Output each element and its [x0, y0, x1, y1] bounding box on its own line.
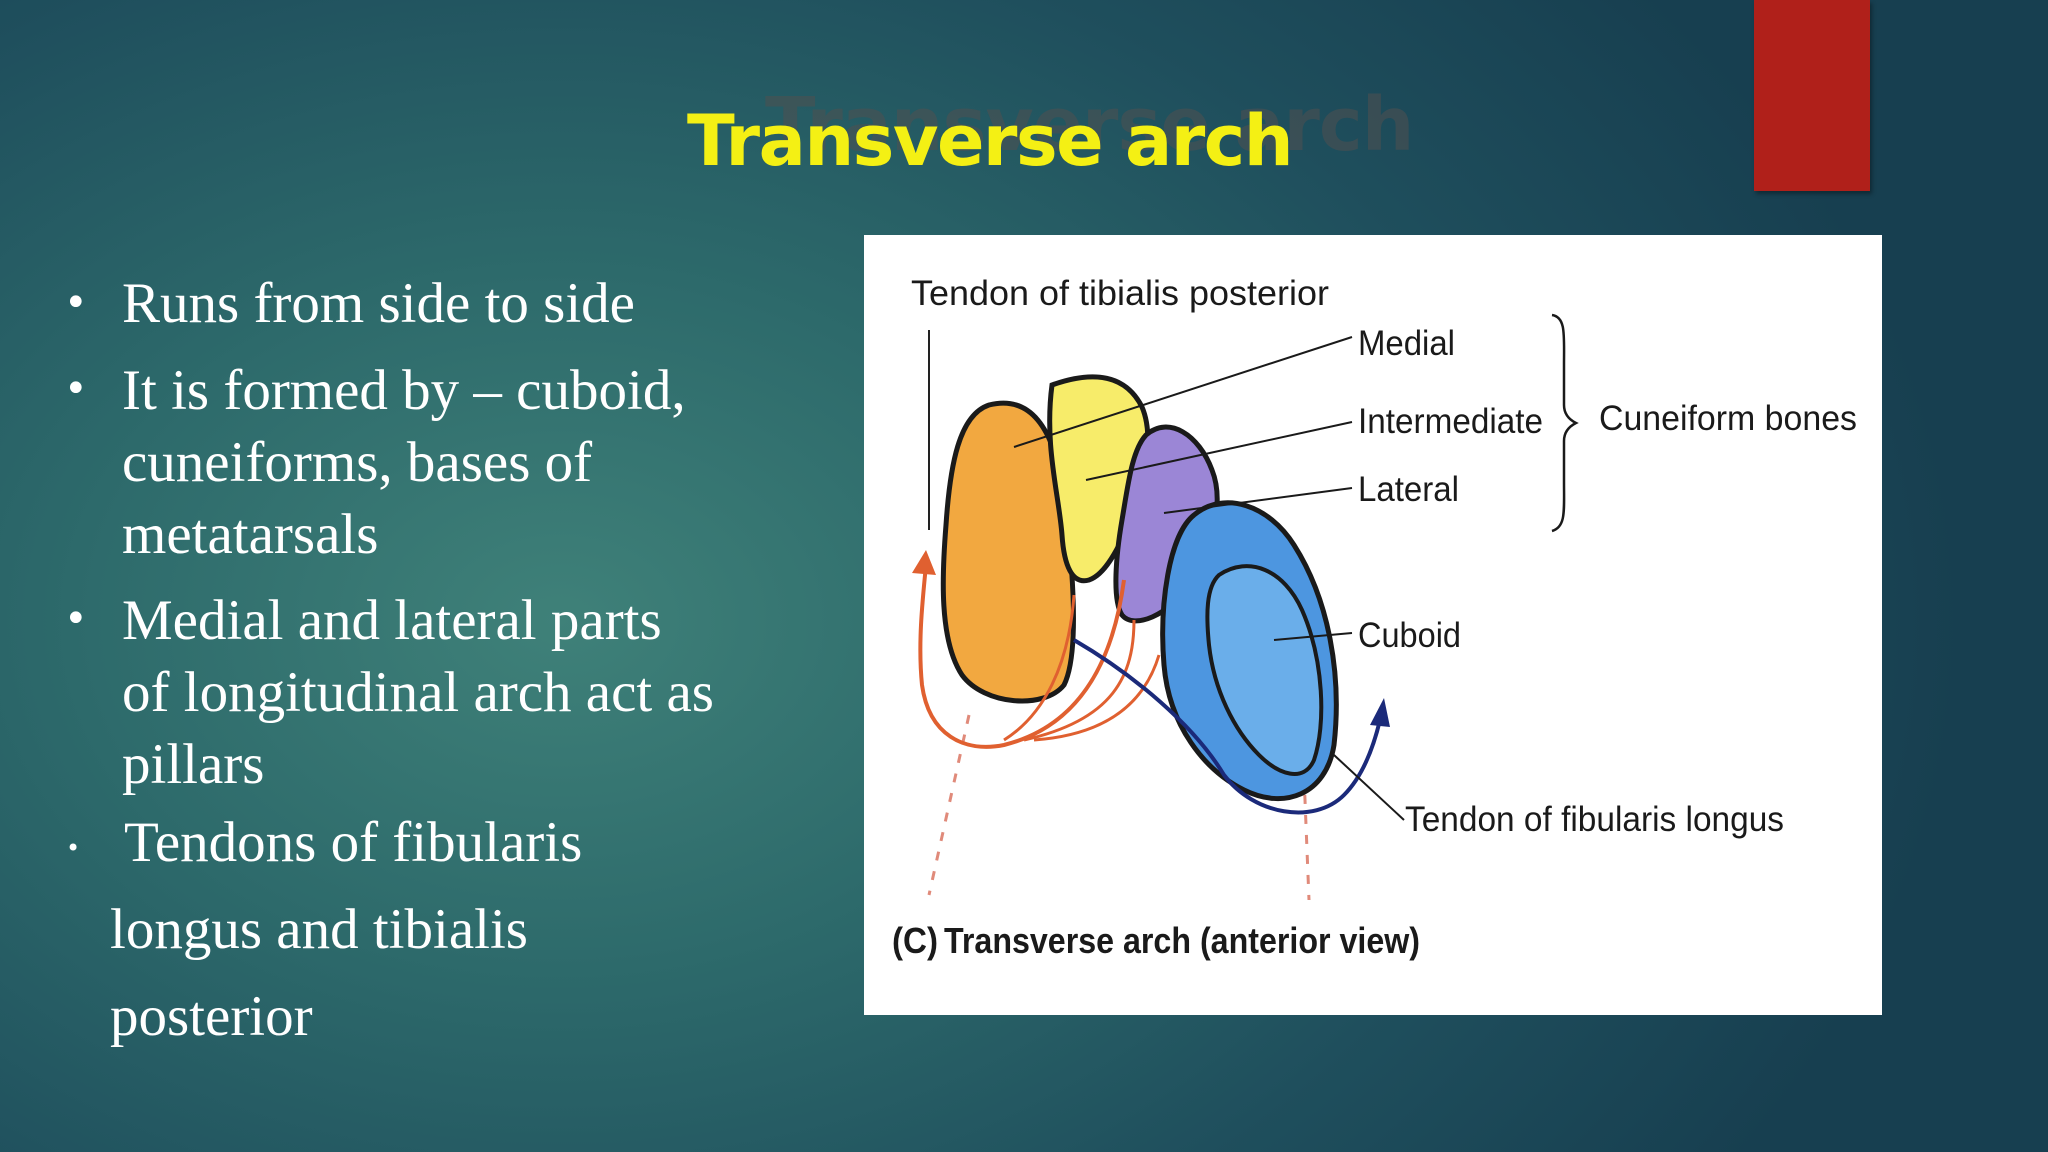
figure-caption: Transverse arch (anterior view) — [944, 920, 1420, 961]
cuneiform-brace — [1551, 313, 1579, 533]
medial-leader-line — [1013, 336, 1353, 448]
bullet-line: longus and tibialis — [110, 898, 528, 961]
bullet-marker: • — [64, 280, 88, 326]
caption-letter: (C) — [892, 920, 938, 961]
tibialis-slip — [1003, 594, 1076, 742]
bullet-line: of longitudinal arch act as — [122, 661, 714, 724]
pillar-dashed-line — [1302, 774, 1311, 901]
fibularis-arrow-head — [1370, 698, 1390, 727]
bullet-line: It is formed by – cuboid, — [122, 359, 686, 422]
cuboid-inner-surface — [1205, 564, 1324, 776]
bullet-line: metatarsals — [122, 503, 379, 566]
arch-illustration: Tendon of tibialis posterior Medial Inte… — [892, 274, 1857, 961]
bullet-marker: • — [64, 596, 88, 642]
fibularis-leader-line — [1333, 754, 1405, 821]
tibialis-slip — [1023, 619, 1136, 742]
tibialis-slip — [1033, 654, 1161, 742]
arch-diagram: Tendon of tibialis posterior Medial Inte… — [864, 235, 1882, 1015]
lateral-leader-line — [1163, 487, 1353, 514]
cuboid-leader-line — [1273, 632, 1353, 641]
cuneiform-bones-label: Cuneiform bones — [1599, 399, 1857, 438]
tibialis-arrow-head — [912, 550, 936, 575]
title-shadow: Transverse arch — [765, 82, 1414, 168]
bullet-line: cuneiforms, bases of — [122, 431, 593, 494]
tendon-fibularis-label: Tendon of fibularis longus — [1405, 800, 1784, 839]
bullet-line: Medial and lateral parts — [122, 589, 662, 652]
bullet-line: Tendons of fibularis — [124, 811, 583, 874]
slide-title: Transverse arch — [687, 100, 1294, 182]
fibularis-tendon-path — [1072, 638, 1382, 815]
tibialis-tendon-path — [918, 564, 1126, 749]
intermediate-label: Intermediate — [1358, 402, 1543, 441]
bullet-marker: • — [64, 366, 88, 412]
medial-label: Medial — [1358, 324, 1455, 363]
tendon-tibialis-label: Tendon of tibialis posterior — [911, 274, 1329, 313]
intermediate-leader-line — [1085, 421, 1353, 481]
accent-bar — [1754, 0, 1870, 191]
bullet-marker: • — [66, 834, 81, 862]
cuboid-label: Cuboid — [1358, 616, 1461, 655]
lateral-label: Lateral — [1358, 470, 1459, 509]
bullet-line: Runs from side to side — [122, 272, 635, 335]
bullet-line: posterior — [110, 985, 313, 1048]
bullet-line: pillars — [122, 733, 265, 796]
